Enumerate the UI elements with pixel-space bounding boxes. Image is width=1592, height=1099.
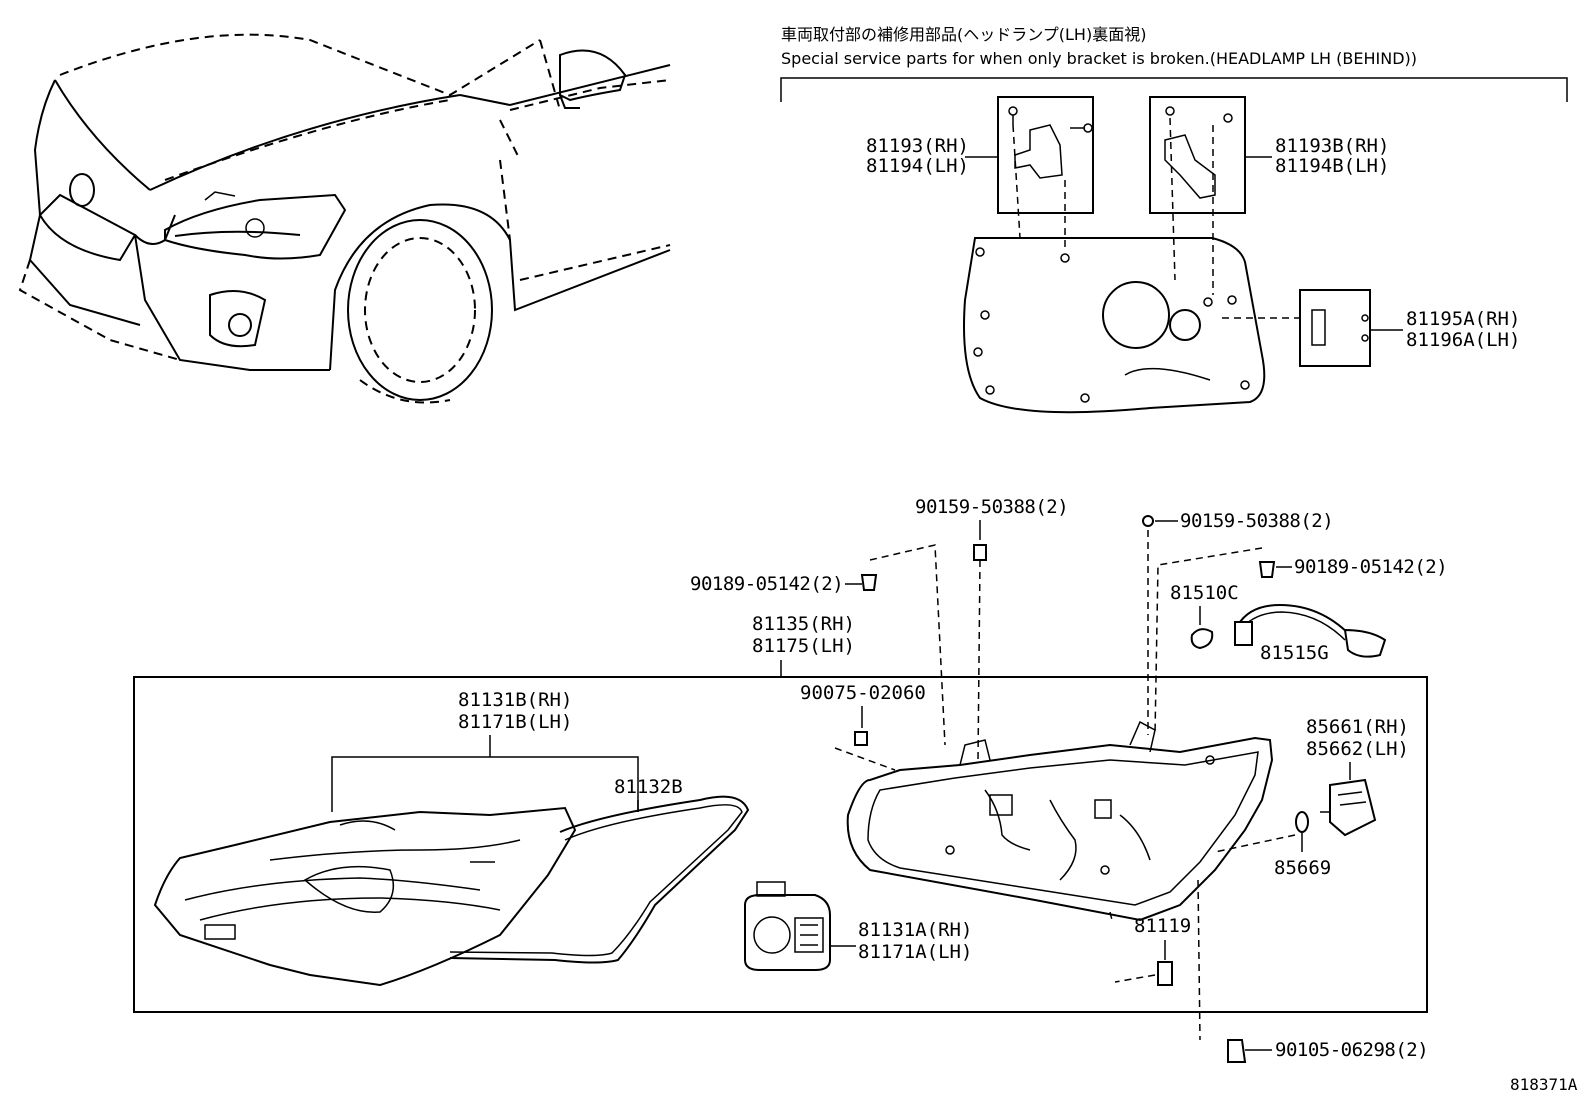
label-81193b: 81193B(RH): [1275, 135, 1389, 157]
label-81196a: 81196A(LH): [1406, 329, 1520, 351]
label-81195a: 81195A(RH): [1406, 308, 1520, 330]
label-81193: 81193(RH): [866, 135, 969, 157]
housing-81135: [846, 720, 1274, 922]
label-90105: 90105-06298(2): [1275, 1039, 1428, 1061]
headlamp-assembly-box: [133, 676, 1428, 1013]
label-81171a: 81171A(LH): [858, 941, 972, 963]
bracket-assembly: [963, 96, 1403, 414]
label-81171b: 81171B(LH): [458, 711, 572, 733]
label-81194b: 81194B(LH): [1275, 155, 1389, 177]
headlamp-lens-81131b: [153, 806, 577, 987]
header-jp: 車両取付部の補修用部品(ヘッドランプ(LH)裏面視): [781, 25, 1146, 44]
label-81510c: 81510C: [1170, 582, 1239, 604]
seal-81132b: [449, 795, 750, 964]
label-85662: 85662(LH): [1306, 738, 1409, 760]
label-81119: 81119: [1134, 915, 1191, 937]
diagram-id: 818371A: [1510, 1075, 1578, 1094]
screw-90075: [854, 731, 868, 746]
label-90075: 90075-02060: [800, 682, 926, 704]
header-en: Special service parts for when only brac…: [781, 49, 1417, 68]
oring-85669: [1295, 811, 1309, 833]
label-81131a: 81131A(RH): [858, 919, 972, 941]
screw-90159-a: [973, 544, 987, 561]
label-85669: 85669: [1274, 857, 1331, 879]
label-90189-b: 90189-05142(2): [1294, 556, 1447, 578]
label-90159-a: 90159-50388(2): [915, 496, 1068, 518]
label-81515g: 81515G: [1260, 642, 1329, 664]
header-bracket: [780, 77, 1568, 102]
bracket-box-81193: [997, 96, 1094, 214]
car-illustration: [18, 33, 671, 404]
screw-81119: [1157, 961, 1173, 986]
motor-85661: [1320, 778, 1377, 837]
cap-81510c: [1190, 628, 1214, 650]
projector-81131a: [744, 881, 831, 971]
clip-90189-a: [860, 574, 878, 591]
label-90189-a: 90189-05142(2): [690, 573, 843, 595]
label-81135: 81135(RH): [752, 613, 855, 635]
clip-90189-b: [1258, 561, 1276, 578]
label-90159-b: 90159-50388(2): [1180, 510, 1333, 532]
label-81175: 81175(LH): [752, 635, 855, 657]
label-81131b: 81131B(RH): [458, 689, 572, 711]
label-81132b: 81132B: [614, 776, 683, 798]
label-85661: 85661(RH): [1306, 716, 1409, 738]
bracket-box-81195a: [1299, 289, 1371, 367]
socket-81515g: [1234, 603, 1387, 658]
bracket-box-81193b: [1149, 96, 1246, 214]
label-81194: 81194(LH): [866, 155, 969, 177]
screw-90159-b: [1142, 515, 1154, 527]
screw-90105: [1227, 1039, 1247, 1063]
